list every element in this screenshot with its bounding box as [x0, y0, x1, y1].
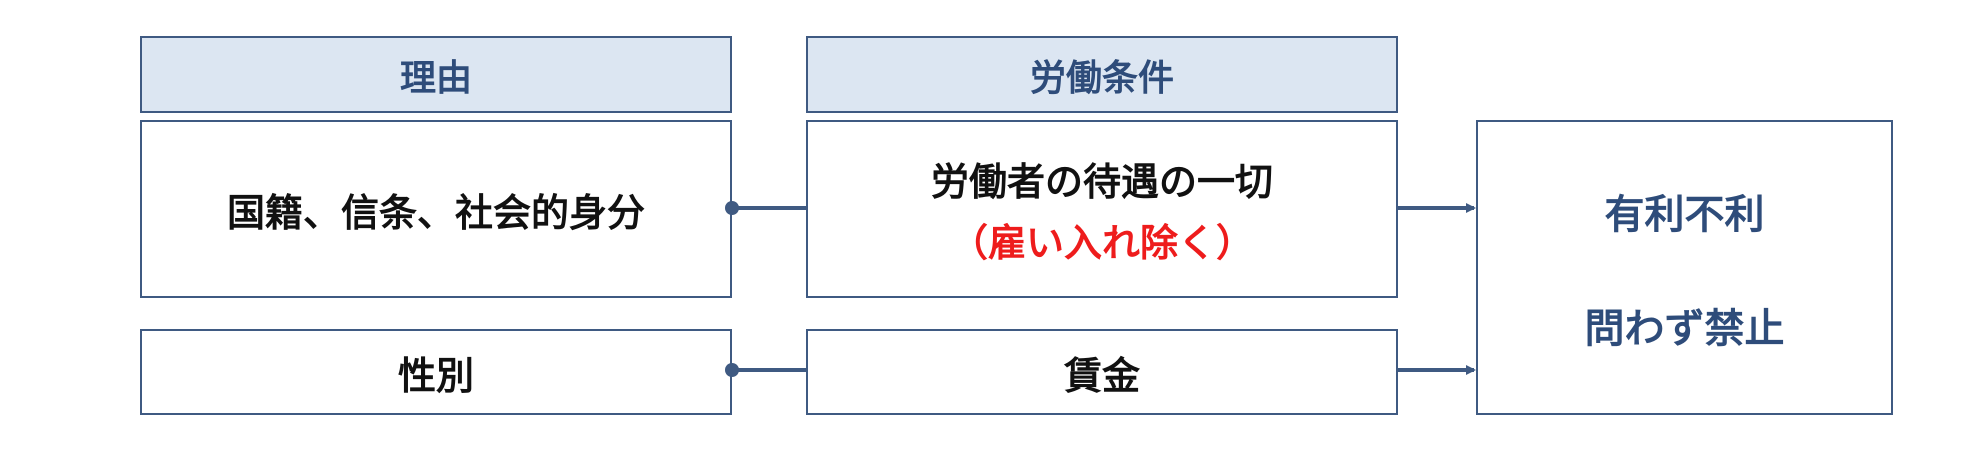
- header-reason: 理由: [140, 36, 732, 113]
- reason-gender-text: 性別: [397, 353, 474, 398]
- condition-wages-text: 賃金: [1063, 353, 1140, 398]
- result-line-2: 問わず禁止: [1584, 305, 1785, 352]
- condition-box-treatment: 労働者の待遇の一切 （雇い入れ除く）: [806, 120, 1398, 298]
- result-stack: 有利不利 問わず禁止: [1585, 182, 1785, 354]
- result-box: 有利不利 問わず禁止: [1476, 120, 1893, 415]
- condition-treatment-stack: 労働者の待遇の一切 （雇い入れ除く）: [931, 151, 1273, 267]
- reason-nationality-text: 国籍、信条、社会的身分: [226, 190, 645, 235]
- condition-exclusion-note: （雇い入れ除く）: [949, 221, 1254, 265]
- header-reason-label: 理由: [399, 57, 472, 99]
- condition-treatment-text: 労働者の待遇の一切: [930, 160, 1273, 204]
- reason-box-gender: 性別: [140, 329, 732, 415]
- condition-box-wages: 賃金: [806, 329, 1398, 415]
- header-conditions: 労働条件: [806, 36, 1398, 113]
- reason-box-nationality: 国籍、信条、社会的身分: [140, 120, 732, 298]
- header-conditions-label: 労働条件: [1029, 57, 1174, 99]
- result-line-1: 有利不利: [1604, 191, 1765, 238]
